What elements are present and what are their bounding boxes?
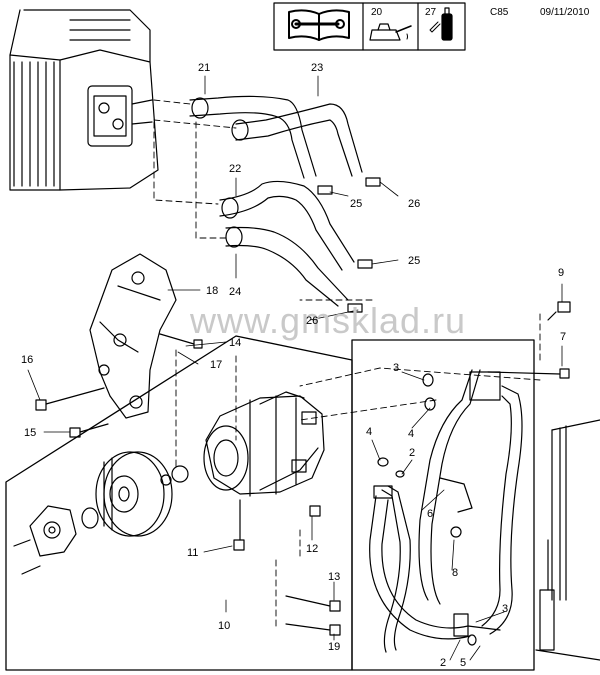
callout-12: 12 — [306, 543, 319, 555]
leader-lines-dashed — [153, 99, 541, 631]
header-icon-strip — [273, 2, 466, 51]
hose-clamps — [317, 177, 381, 313]
page-code: C85 — [490, 7, 509, 18]
condenser — [535, 419, 600, 661]
consumable-number-2: 27 — [425, 7, 437, 18]
callout-21: 21 — [198, 62, 211, 74]
callout-15: 15 — [24, 427, 37, 439]
lines-inset-frame — [351, 339, 535, 671]
callout-25-lower: 25 — [408, 255, 421, 267]
page-date: 09/11/2010 — [540, 7, 590, 18]
callout-4-right: 4 — [408, 428, 415, 440]
clutch-plate — [13, 499, 321, 575]
callout-3-upper: 3 — [393, 362, 400, 374]
callout-leaders — [27, 75, 563, 661]
ac-compressor — [160, 391, 325, 497]
watermark: www.gmsklad.ru — [190, 300, 467, 341]
consumable-number-1: 20 — [371, 7, 383, 18]
callout-8: 8 — [452, 567, 459, 579]
compressor-bolts-lower — [285, 595, 341, 636]
heater-hose-lower — [219, 180, 355, 307]
callout-6: 6 — [427, 508, 434, 520]
callout-26-upper: 26 — [408, 198, 421, 210]
callout-18: 18 — [206, 285, 219, 297]
callout-16: 16 — [21, 354, 34, 366]
callout-22: 22 — [229, 163, 242, 175]
callout-2-upper: 2 — [409, 447, 416, 459]
callout-19: 19 — [328, 641, 341, 653]
repair-manual-wrench-icon — [288, 9, 350, 41]
compressor-bracket — [89, 253, 177, 419]
callout-3-lower: 3 — [502, 603, 509, 615]
callout-25-upper: 25 — [350, 198, 363, 210]
callout-10: 10 — [218, 620, 231, 632]
callout-14: 14 — [229, 337, 242, 349]
heater-hose-upper — [189, 95, 363, 179]
callout-5: 5 — [460, 657, 467, 669]
callout-11: 11 — [187, 547, 199, 559]
callout-24: 24 — [229, 286, 242, 298]
callout-9: 9 — [558, 267, 565, 279]
callout-17: 17 — [210, 359, 223, 371]
callout-7: 7 — [560, 331, 567, 343]
lubricant-bottle-icon — [429, 7, 453, 41]
callout-4-left: 4 — [366, 426, 373, 438]
hvac-module — [9, 9, 159, 191]
oil-can-icon — [369, 23, 412, 41]
callout-13: 13 — [328, 571, 341, 583]
refrigerant-lines — [369, 369, 523, 653]
callout-26-lower: 26 — [306, 315, 319, 327]
clutch-pulley — [95, 451, 173, 537]
callout-23: 23 — [311, 62, 324, 74]
callout-2-lower: 2 — [440, 657, 447, 669]
